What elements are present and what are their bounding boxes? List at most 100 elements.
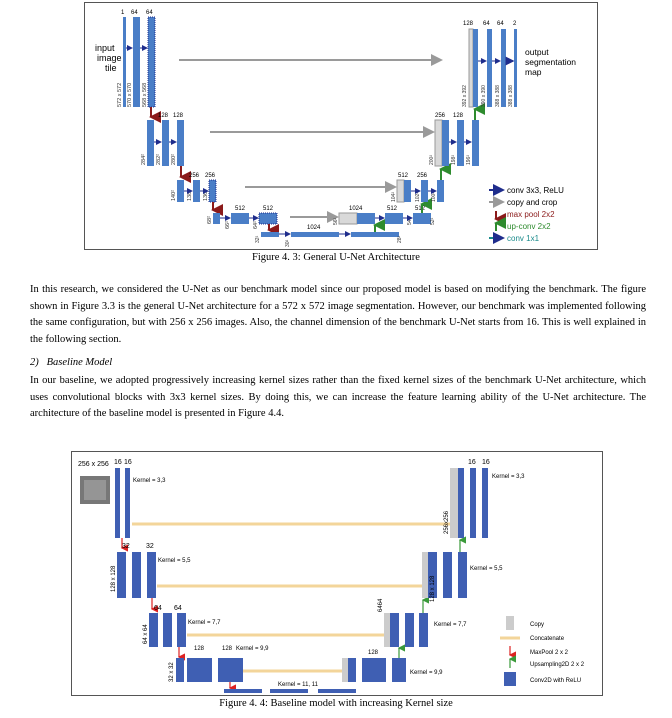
f2-u1-ch-2: 16: [482, 459, 490, 466]
f2-u3-block-3: [419, 613, 428, 647]
f2-l4-block-3: [218, 658, 243, 682]
f2-kernel-u1: Kernel = 3,3: [492, 474, 525, 480]
f2-u4-block-1: [348, 658, 356, 682]
f2-kernel-bottom: Kernel = 11, 11: [278, 682, 319, 688]
figure-unet-architecture: input image tile 1 64 64 572 x 572 570 x…: [84, 2, 598, 250]
bottom-size-1: 32²: [255, 235, 261, 243]
f2-l2-ch-2: 32: [146, 543, 154, 550]
f2-l4-ch-1: 128: [194, 646, 205, 652]
l1-block-input: [123, 17, 126, 107]
l1-block-2: [147, 16, 156, 108]
u3-block-3: [437, 180, 444, 202]
u1-size-2: 390 x 390: [481, 85, 487, 107]
f2-l3-ch-1: 64: [154, 605, 162, 612]
l4-block-1: [213, 213, 220, 224]
u2-size-2: 198²: [451, 155, 457, 165]
u4-ch-3: 512: [415, 206, 426, 212]
u4-block-2: [385, 213, 403, 224]
f2-l2-size: 128 x 128: [111, 565, 117, 592]
l2-ch-2: 128: [173, 113, 184, 119]
legend-conv-swatch: [504, 672, 516, 686]
f2-u1-size: 256x256: [444, 510, 450, 534]
f2-l3-block-3: [177, 613, 186, 647]
l3-size-2: 138²: [187, 190, 193, 201]
f2-u2-block-2: [443, 552, 452, 598]
f2-l4-size: 32 x 32: [169, 662, 175, 682]
figure1-caption: Figure 4. 3: General U-Net Architecture: [252, 252, 420, 263]
l1-block-1: [133, 17, 140, 107]
l4-size-1: 68²: [207, 216, 213, 224]
input-size-label: 256 x 256: [78, 461, 109, 468]
f2-kernel-l3: Kernel = 7,7: [188, 620, 221, 626]
legend-copy: copy and crop: [507, 198, 558, 207]
input-label-2: image: [97, 53, 122, 63]
u3-ch-2: 256: [417, 173, 428, 179]
legend: conv 3x3, ReLU copy and crop max pool 2x…: [489, 184, 564, 244]
f2-u4-ch: 128: [368, 650, 379, 656]
bottom-ch: 1024: [307, 225, 321, 231]
f2-u1-block-1: [458, 468, 464, 538]
l4-ch-2: 512: [263, 206, 274, 212]
l2-block-3: [177, 120, 184, 166]
u2-copy: [434, 119, 443, 167]
section-heading-baseline: 2) Baseline Model: [30, 357, 113, 368]
l3-block-2: [193, 180, 200, 202]
f2-bottom-block-2: [270, 689, 308, 693]
u3-block-1: [404, 180, 411, 202]
l4-ch-1: 512: [235, 206, 246, 212]
f2-u2-copy: [422, 552, 428, 598]
f2-legend: Copy Concatenate MaxPool 2 x 2 Upsamplin…: [500, 616, 585, 686]
u4-block-3: [413, 213, 431, 224]
u2-size-1: 200²: [429, 155, 435, 165]
paragraph-benchmark: In this research, we considered the U-Ne…: [30, 284, 646, 345]
l4-block-3: [258, 212, 278, 225]
f2-l2-ch-1: 32: [122, 543, 130, 550]
l1-ch-2: 64: [131, 10, 138, 16]
l2-size-2: 282²: [156, 154, 162, 165]
l1-ch-3: 64: [146, 10, 153, 16]
f2-l4-ch-2: 128: [222, 646, 233, 652]
u1-copy: [468, 28, 474, 108]
u1-size-1: 392 x 392: [462, 85, 468, 107]
legend-conv: conv 3x3, ReLU: [507, 186, 564, 195]
f2-l1-ch-2: 16: [124, 459, 132, 466]
legend-copy-swatch: [506, 616, 514, 630]
f2-l2-block-3: [147, 552, 156, 598]
output-label-2: segmentation: [525, 57, 576, 67]
l1-size-3: 568 x 568: [142, 83, 148, 107]
f2-bottom-block-1: [224, 689, 262, 693]
u1-ch-1: 128: [463, 21, 474, 27]
legend-conv-label: Conv2D with ReLU: [530, 678, 581, 684]
f2-l1-block-1: [115, 468, 120, 538]
l3-size-1: 140²: [171, 190, 177, 201]
u1-output: [514, 29, 517, 107]
f2-u2-size: 128 x 128: [430, 575, 436, 602]
f2-kernel-l4: Kernel = 9,9: [236, 646, 269, 652]
l4-block-2: [231, 213, 249, 224]
u1-ch-3: 64: [497, 21, 504, 27]
f2-u4-block-2: [362, 658, 386, 682]
l3-block-1: [177, 180, 184, 202]
u1-block-1: [473, 29, 478, 107]
input-label-1: input: [95, 43, 115, 53]
u2-size-3: 196²: [466, 155, 472, 165]
legend-conv1x1: conv 1x1: [507, 234, 540, 243]
u4-size-1: 56²: [333, 217, 339, 225]
f2-u4-block-3: [392, 658, 406, 682]
f2-l3-block-2: [163, 613, 172, 647]
f2-kernel-l2: Kernel = 5,5: [158, 558, 191, 564]
f2-kernel-l1: Kernel = 3,3: [133, 478, 166, 484]
bottom-size-3: 28²: [397, 235, 403, 243]
figure2-caption: Figure 4. 4: Baseline model with increas…: [219, 698, 453, 709]
u1-ch-4: 2: [513, 21, 517, 27]
f2-l1-block-2: [125, 468, 130, 538]
l4-size-3: 64²: [253, 221, 259, 229]
bottom-block-2: [291, 232, 339, 237]
f2-kernel-u2: Kernel = 5,5: [470, 566, 503, 572]
u1-size-3: 388 x 388: [495, 85, 501, 107]
l2-ch-1: 128: [158, 113, 169, 119]
input-label-3: tile: [105, 63, 117, 73]
u2-block-1: [442, 120, 449, 166]
f2-u3-block-1: [390, 613, 399, 647]
f2-l1-ch-1: 16: [114, 459, 122, 466]
